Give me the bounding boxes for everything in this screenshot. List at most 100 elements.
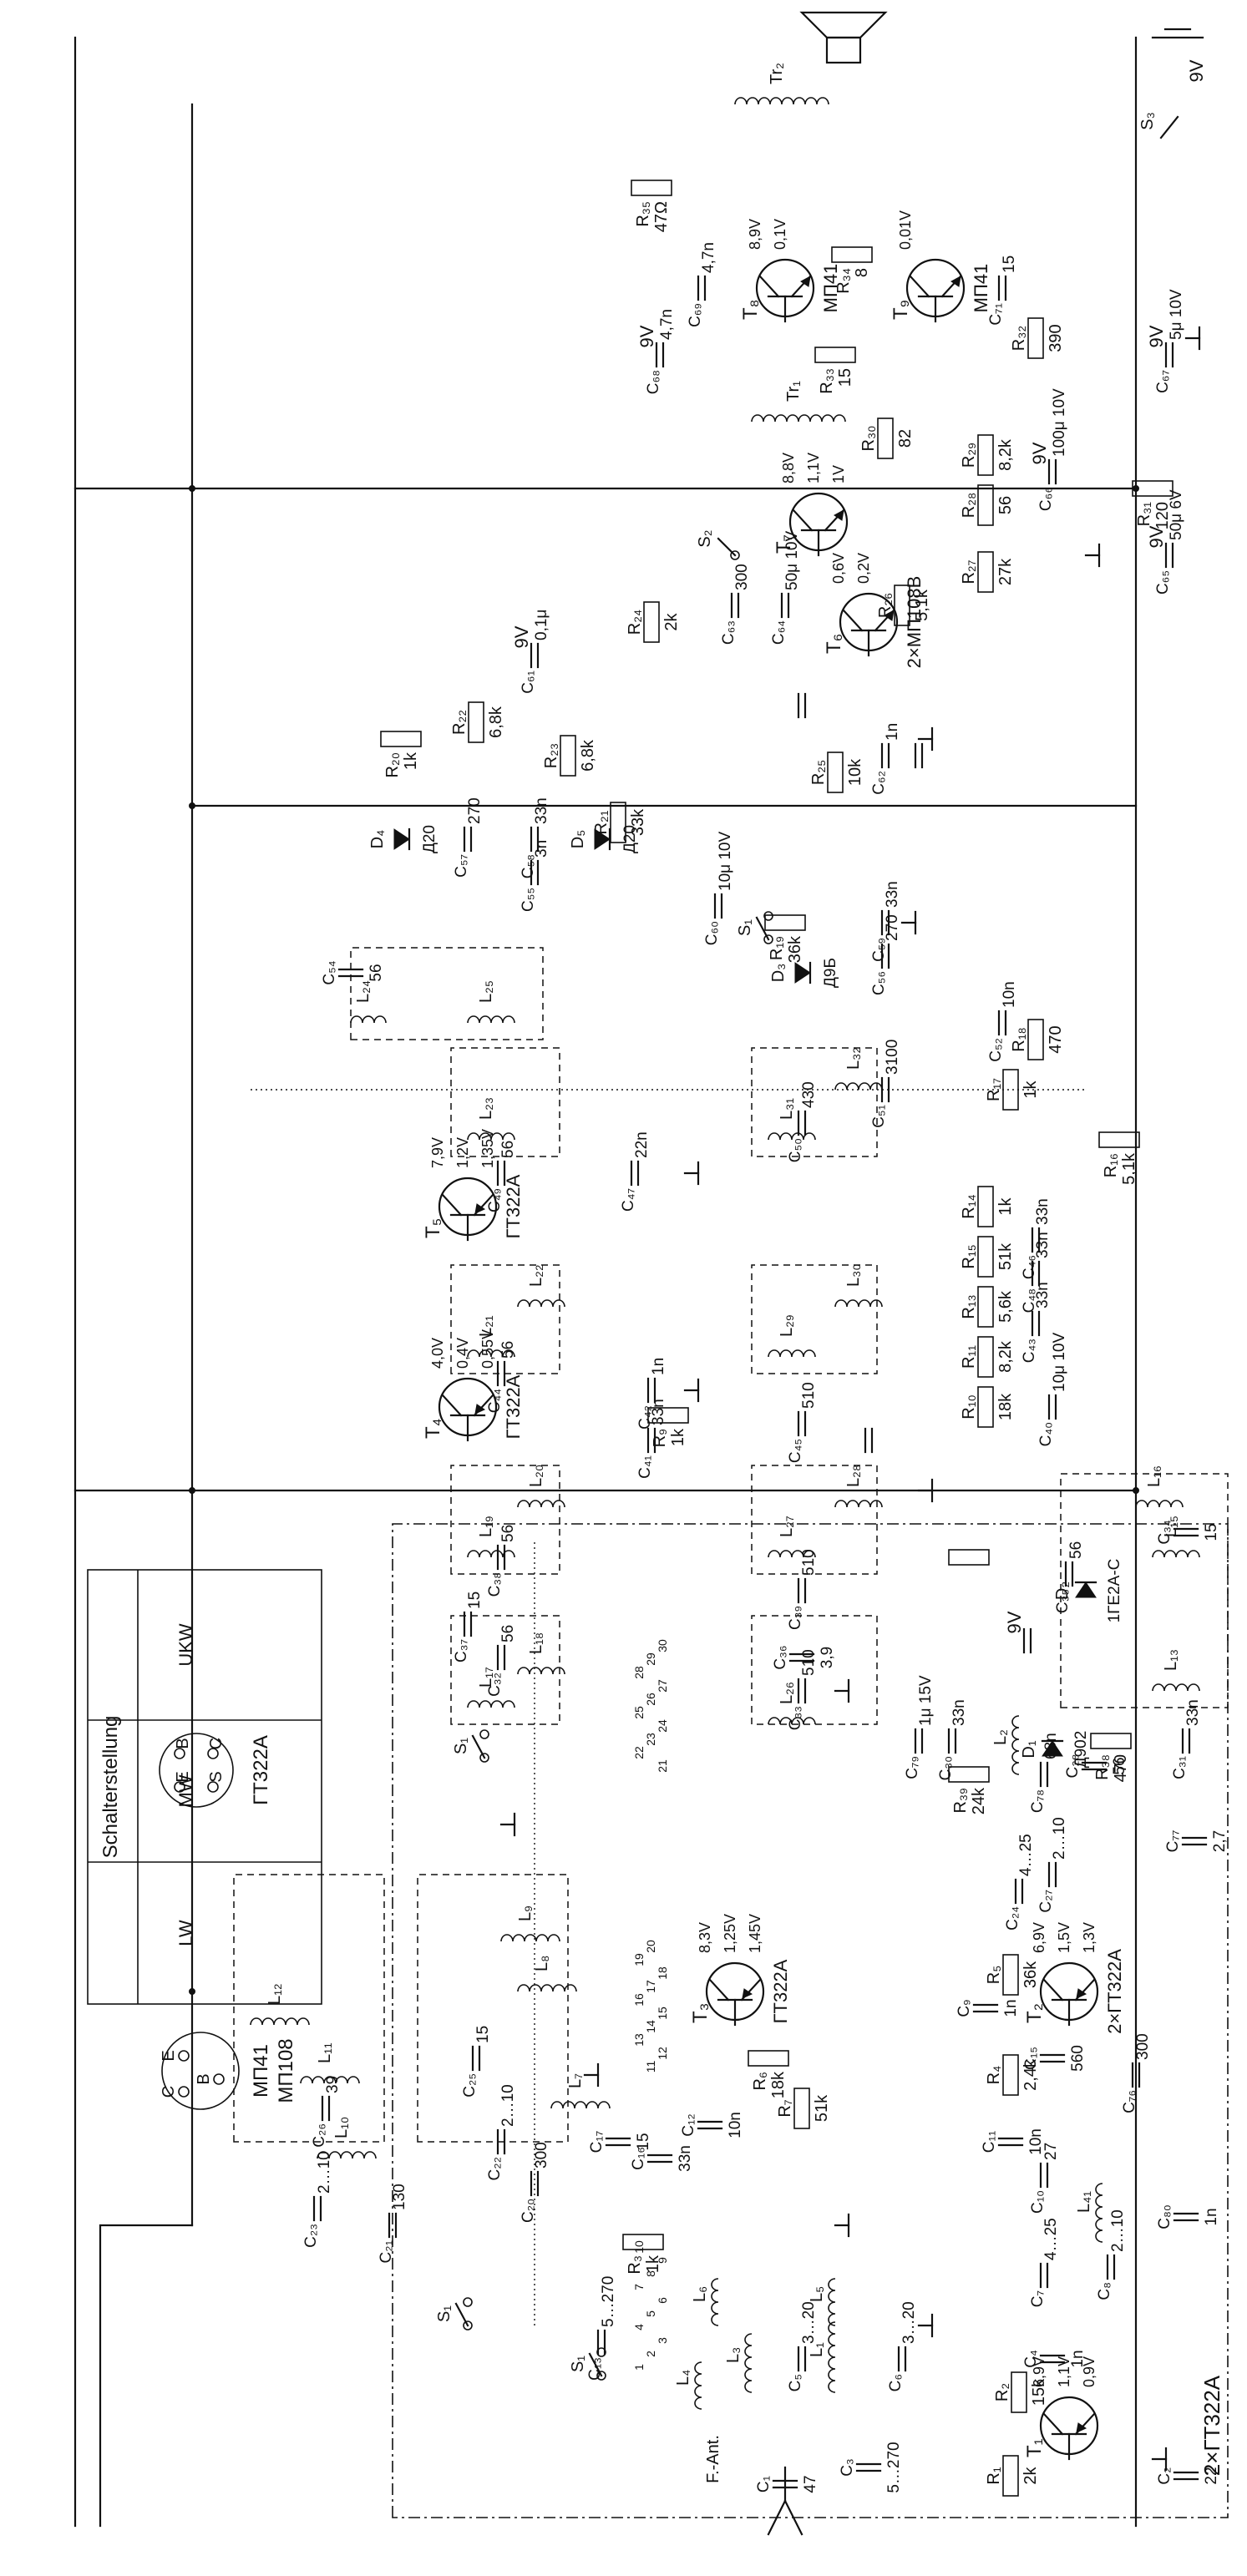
inductor-label: L₃₁: [778, 1098, 796, 1120]
voltage-label: 1,45V: [747, 1914, 763, 1953]
switch-contact-number: 21: [656, 1759, 669, 1773]
transistor-label: T₃: [689, 2003, 712, 2023]
capacitor-ref: C₅₇: [453, 854, 470, 878]
capacitor-c78: [797, 692, 807, 719]
junction-dot: [189, 802, 195, 809]
resistor-value: 47Ω: [652, 201, 671, 232]
resistor-value: 390: [1047, 324, 1065, 352]
inductor-label: L₇: [566, 2073, 585, 2088]
inductor-label: L₃₂: [844, 1047, 863, 1070]
ground-symbol: [499, 1812, 516, 1837]
switch-contact-number: 12: [656, 2047, 669, 2060]
resistor-value: 5,1k: [913, 589, 931, 621]
junction-dot: [189, 485, 195, 492]
capacitor-value: 510: [800, 1549, 818, 1576]
capacitor-value: 2…10: [1109, 2209, 1127, 2252]
capacitor-value: 3100: [884, 1040, 901, 1075]
band-switch-s1: S₁: [452, 1729, 489, 1763]
resistor-ref: R₅: [985, 1966, 1003, 1985]
resistor-value: 8: [853, 268, 871, 277]
diode-type: Д20: [421, 825, 438, 853]
switch-contact-number: 2: [644, 2351, 657, 2357]
coil-l29: L₂₉: [768, 1314, 816, 1358]
capacitor-value: 130: [391, 2184, 408, 2210]
voltage-label: 0,1V: [772, 219, 788, 250]
capacitor-ref: C₄₉: [486, 1188, 504, 1212]
capacitor-value: 39: [324, 2076, 342, 2093]
antenna-label: F.-Ant.: [704, 2435, 722, 2483]
plus-mark: 9V: [1004, 1611, 1025, 1633]
capacitor-c80: [914, 742, 924, 769]
capacitor-ref: C₂₅: [461, 2073, 479, 2098]
resistor-ref: R₆: [751, 2072, 769, 2091]
voltage-label: 6,9V: [1031, 2356, 1047, 2387]
junction-dot: [189, 1487, 195, 1494]
capacitor-ref: C₃₂: [486, 1673, 504, 1697]
coil-l32: L₃₂: [834, 1047, 883, 1091]
switch-contact-number: 14: [644, 2020, 657, 2033]
capacitor-ref: C₁₁: [981, 2131, 998, 2153]
switch-contact-number: 18: [656, 1966, 669, 1980]
pinout-type: МП41: [250, 2044, 272, 2098]
switch-contact-number: 13: [632, 2033, 646, 2047]
capacitor-ref: C₅₆: [870, 971, 888, 995]
inductor-label: L₃₀: [844, 1263, 863, 1287]
capacitor-value: 27: [1042, 2143, 1060, 2160]
junction-dot: [1133, 1487, 1139, 1494]
junction-dot: [189, 1988, 195, 1995]
voltage-label: 8,9V: [747, 219, 763, 250]
capacitor-value: 33n: [1034, 1282, 1052, 1308]
switch-contact-number: 15: [656, 2007, 669, 2020]
capacitor-value: 33n: [1184, 1699, 1202, 1726]
capacitor-value: 22n: [633, 1131, 651, 1158]
voltage-label: 0,01V: [897, 210, 914, 250]
capacitor-ref: C₂₂: [486, 2157, 504, 2180]
capacitor-ref: C₂₄: [1004, 1906, 1021, 1931]
switch-contact-number: 6: [656, 2297, 669, 2304]
resistor-ref: R₁₉: [768, 936, 786, 960]
inductor-label: L₁₃: [1162, 1649, 1180, 1671]
pin-label: C: [207, 1738, 226, 1749]
capacitor-ref: C₄₅: [787, 1439, 804, 1463]
resistor-value: 27k: [996, 558, 1015, 585]
resistor-ref: R₁₆: [1102, 1153, 1120, 1177]
inductor-label: L₁₉: [477, 1516, 495, 1537]
coil-l21: L₂₁: [467, 1315, 515, 1358]
capacitor-value: 47: [802, 2475, 819, 2492]
capacitor-value: 3,9: [819, 1647, 836, 1668]
diode-ref: D₄: [368, 830, 387, 849]
inductor-label: L₉: [516, 1905, 535, 1921]
shield-can: [233, 1874, 385, 2143]
resistor-ref: R₃₃: [818, 368, 836, 394]
capacitor-ref: C₄₀: [1037, 1422, 1055, 1446]
capacitor-ref: C₂₆: [311, 2123, 328, 2148]
coil-l1-l6: L₁: [808, 2321, 836, 2393]
capacitor-ref: C₁: [755, 2476, 773, 2492]
ground-symbol: [583, 2062, 600, 2088]
resistor-ref: R₃₀: [859, 426, 878, 452]
coil-l17: L₁₇: [467, 1667, 515, 1708]
coil-l7: L₇: [550, 2073, 611, 2109]
resistor-ref: R₁₅: [960, 1244, 978, 1268]
capacitor-ref: C₆₇: [1154, 370, 1172, 393]
capacitor-value: 15: [1203, 1523, 1220, 1541]
